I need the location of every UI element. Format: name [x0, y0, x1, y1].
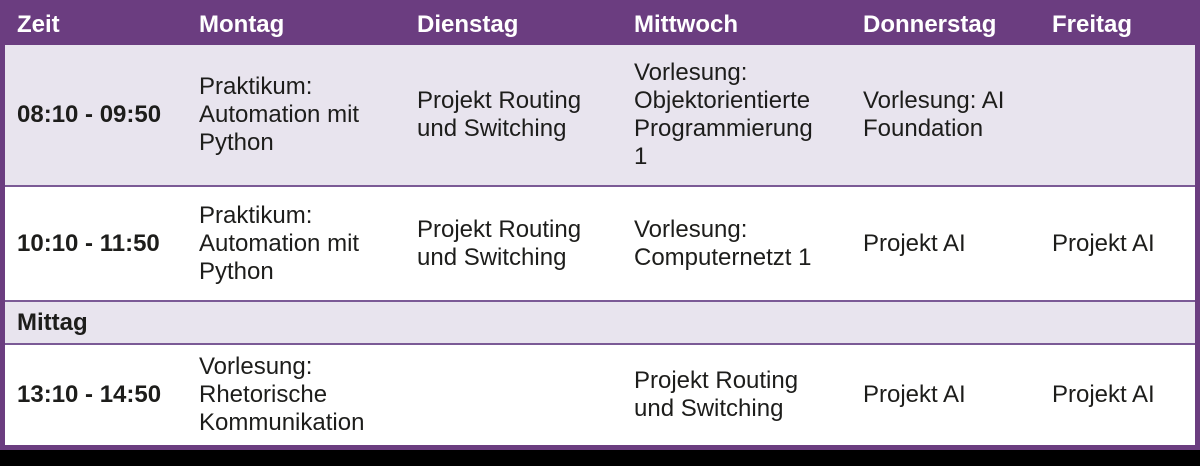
- cell-donnerstag-1010: Projekt AI: [863, 229, 966, 257]
- cell-mittwoch-1310: Projekt Routing und Switching: [634, 367, 799, 422]
- timetable-row-1310: 13:10 - 14:50 Vorlesung: Rhetorische Kom…: [5, 343, 1195, 445]
- column-header-freitag: Freitag: [1052, 11, 1133, 38]
- column-header-montag: Montag: [199, 11, 285, 38]
- cell-freitag-1310: Projekt AI: [1052, 381, 1155, 408]
- column-header-donnerstag: Donnerstag: [863, 11, 997, 38]
- weekly-timetable: Zeit Montag Dienstag Mittwoch Donnerstag…: [0, 0, 1200, 450]
- cell-donnerstag-0810: Vorlesung: AI Foundation: [863, 87, 1005, 142]
- cell-montag-1310: Vorlesung: Rhetorische Kommunikation: [199, 353, 365, 436]
- cell-mittwoch-0810: Vorlesung: Objektorientierte Programmier…: [634, 59, 813, 170]
- cell-montag-1010: Praktikum: Automation mit Python: [199, 201, 360, 285]
- time-slot-label: 13:10 - 14:50: [17, 381, 162, 408]
- timetable-row-1010: 10:10 - 11:50 Praktikum: Automation mit …: [5, 185, 1195, 300]
- timetable-row-0810: 08:10 - 09:50 Praktikum: Automation mit …: [5, 45, 1195, 185]
- cell-mittwoch-1010: Vorlesung: Computernetzt 1: [634, 215, 812, 271]
- cell-freitag-1010: Projekt AI: [1052, 229, 1155, 257]
- column-header-dienstag: Dienstag: [417, 11, 519, 38]
- cell-donnerstag-1310: Projekt AI: [863, 381, 966, 408]
- column-header-mittwoch: Mittwoch: [634, 11, 738, 38]
- cell-dienstag-0810: Projekt Routing und Switching: [417, 87, 582, 142]
- timetable-header-row: Zeit Montag Dienstag Mittwoch Donnerstag…: [5, 5, 1195, 45]
- lunch-break-label: Mittag: [17, 308, 88, 336]
- lunch-break-row: Mittag: [5, 300, 1195, 343]
- time-slot-label: 10:10 - 11:50: [17, 229, 160, 257]
- cell-dienstag-1010: Projekt Routing und Switching: [417, 215, 582, 271]
- time-slot-label: 08:10 - 09:50: [17, 101, 162, 128]
- cell-freitag-0810: [1040, 45, 1195, 185]
- cell-montag-0810: Praktikum: Automation mit Python: [199, 73, 360, 156]
- column-header-zeit: Zeit: [17, 11, 60, 38]
- cell-dienstag-1310: [405, 345, 622, 445]
- bottom-black-bar: [0, 450, 1200, 466]
